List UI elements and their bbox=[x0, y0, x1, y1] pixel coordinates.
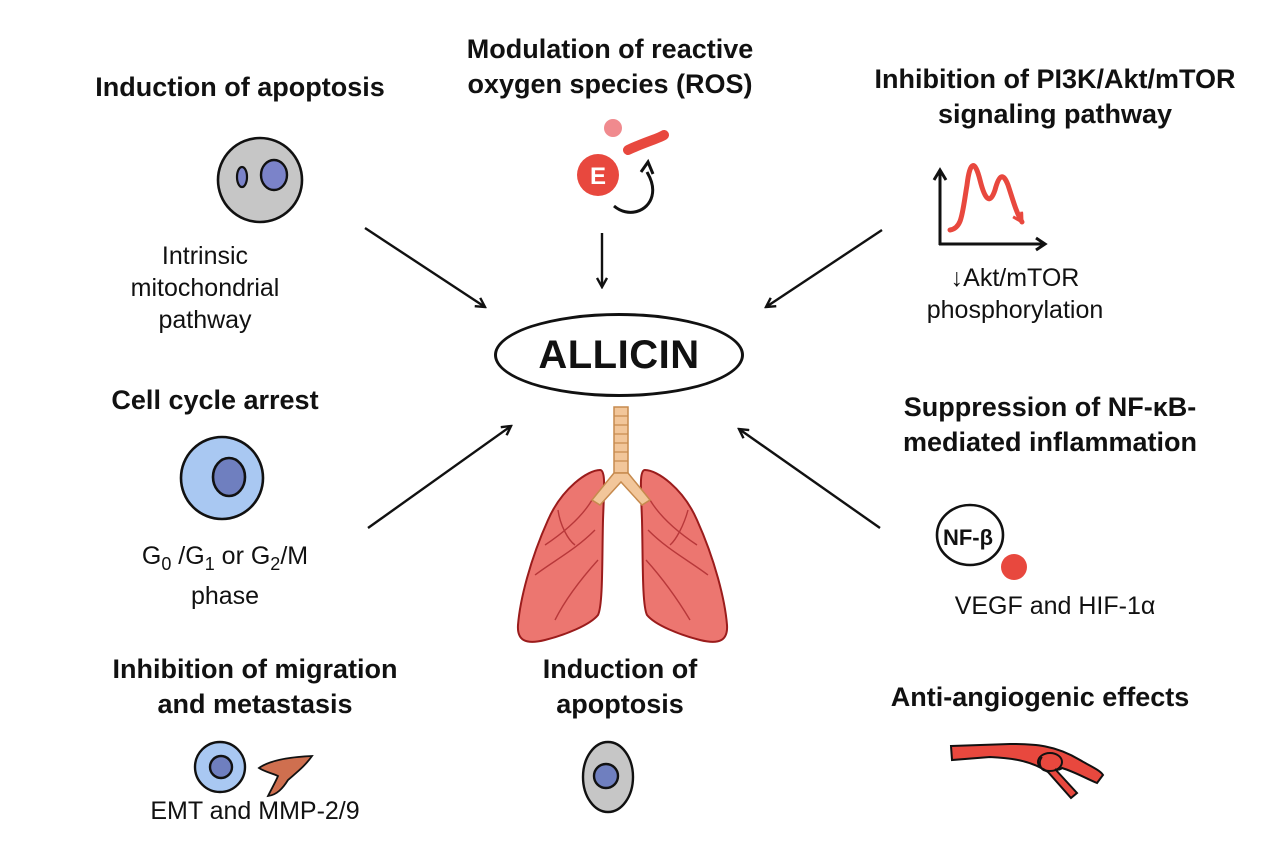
fibroblast-icon bbox=[257, 755, 314, 798]
phase-g2: or G bbox=[214, 542, 271, 570]
nfkb-complex-icon: NF-β bbox=[935, 503, 1027, 580]
cell-cycle-title: Cell cycle arrest bbox=[111, 385, 319, 415]
blood-vessel-icon bbox=[949, 742, 1105, 800]
ros-enzyme-letter: E bbox=[590, 163, 606, 190]
arrow-cellcycle-to-allicin bbox=[367, 426, 511, 529]
phase-sub-1: 1 bbox=[204, 554, 215, 574]
nfkb-title: Suppression of NF-κB- mediated inflammat… bbox=[902, 392, 1198, 457]
phase-sub-2: 2 bbox=[270, 554, 281, 574]
angiogenesis-title: Anti-angiogenic effects bbox=[890, 682, 1190, 712]
phosphorylation-chart-icon bbox=[932, 163, 1048, 252]
apoptotic-cell-icon bbox=[216, 136, 304, 224]
apoptosis-top-title: Induction of apoptosis bbox=[95, 72, 385, 102]
pi3k-detail: ↓Akt/mTOR phosphorylation bbox=[926, 264, 1104, 324]
ros-icon: E bbox=[577, 119, 669, 214]
phase-m: /M bbox=[280, 542, 309, 570]
nfkb-detail: VEGF and HIF-1α bbox=[954, 592, 1156, 620]
pi3k-title: Inhibition of PI3K/Akt/mTOR signaling pa… bbox=[874, 64, 1236, 129]
apoptotic-cell-bottom-icon bbox=[581, 740, 635, 814]
apoptosis-bottom-title: Induction of apoptosis bbox=[542, 654, 698, 719]
cell-cycle-detail: G0 /G1 or G2/M phase bbox=[90, 540, 360, 612]
allicin-label: ALLICIN bbox=[538, 332, 700, 377]
nfkb-icon-label: NF-β bbox=[943, 525, 993, 550]
ros-title: Modulation of reactive oxygen species (R… bbox=[466, 34, 754, 99]
arrow-apoptosis-to-allicin bbox=[364, 226, 485, 307]
allicin-center-node: ALLICIN bbox=[494, 313, 744, 397]
arrow-pi3k-to-allicin bbox=[766, 229, 883, 307]
phase-g1: /G bbox=[171, 542, 205, 570]
phase-g: G bbox=[141, 542, 162, 570]
arrow-nfkb-to-allicin bbox=[739, 429, 881, 529]
phase-sub-0: 0 bbox=[161, 554, 172, 574]
lungs-illustration bbox=[516, 406, 729, 643]
cell-cycle-cell-icon bbox=[179, 435, 265, 521]
apoptosis-top-detail: Intrinsic mitochondrial pathway bbox=[130, 242, 280, 334]
phase-label: phase bbox=[190, 582, 260, 610]
migration-title: Inhibition of migration and metastasis bbox=[112, 654, 398, 719]
migration-detail: EMT and MMP-2/9 bbox=[150, 797, 360, 825]
migrating-cell-icon bbox=[193, 740, 247, 794]
